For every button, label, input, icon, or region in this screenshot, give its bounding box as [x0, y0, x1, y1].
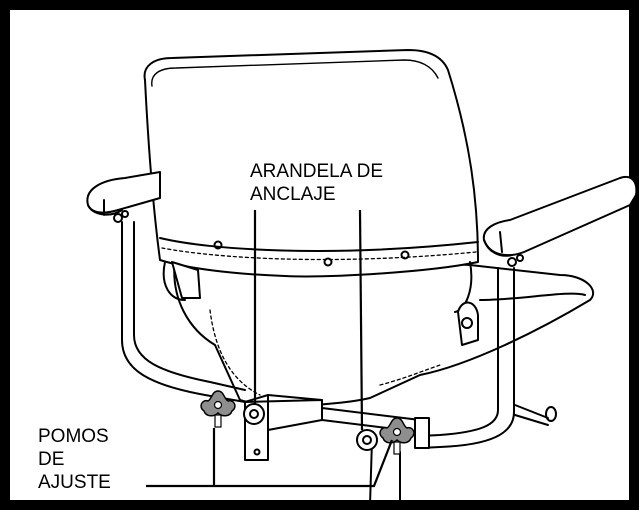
- seat-cushion-seam: [209, 309, 441, 396]
- left-armrest-end: [87, 199, 123, 216]
- left-hinge-bracket: [171, 261, 201, 299]
- knob-leader-line: [146, 439, 394, 488]
- back-screw-center: [323, 257, 333, 267]
- knob-leaders: [146, 428, 394, 488]
- anchor-washer-label: ARANDELA DE ANCLAJE: [250, 160, 383, 206]
- rear-strut: [514, 404, 549, 426]
- right-armrest-bolt: [507, 257, 517, 267]
- base-tube-bolt: [253, 448, 261, 456]
- seat-cushion: [173, 257, 595, 407]
- adjusting-knobs-label-line2: DE: [38, 449, 65, 470]
- anchor-washer-label-line1: ARANDELA DE: [250, 161, 384, 182]
- right-hinge-bolt: [461, 317, 473, 329]
- right-arm-tube: [419, 267, 515, 449]
- adjusting-knob-left: [200, 390, 236, 428]
- back-screw-left: [213, 240, 223, 250]
- right-armrest-pad: [482, 176, 638, 257]
- seat-back-bottom-band: [159, 237, 479, 252]
- vertical-post: [369, 439, 401, 506]
- seat-back-seam: [161, 247, 477, 261]
- anchor-washer-left: [243, 403, 265, 425]
- seat-cushion-right-edge: [479, 292, 586, 301]
- adjusting-knobs-label-line3: AJUSTE: [38, 472, 111, 493]
- rear-strut-cap: [545, 406, 557, 422]
- seat-back: [143, 49, 479, 278]
- base-tube-top: [244, 394, 323, 431]
- anchor-washer-label-line2: ANCLAJE: [250, 184, 336, 205]
- left-armrest-pad: [86, 171, 161, 214]
- seat-back-inner-edge: [151, 59, 439, 87]
- cross-bar-clamp: [414, 417, 430, 449]
- adjusting-knob-right: [379, 417, 415, 455]
- right-armrest-end: [483, 231, 513, 257]
- left-armrest-bolt: [113, 213, 123, 223]
- left-armrest-bolt-2: [121, 210, 129, 218]
- anchor-washer-left-hole: [249, 409, 259, 419]
- adjusting-knobs-label-line1: POMOS: [38, 426, 109, 447]
- washer-leaders: [253, 209, 364, 431]
- anchor-washer-right-hole: [362, 435, 372, 445]
- anchor-washer-right: [356, 429, 378, 451]
- right-armrest-bolt-2: [516, 254, 524, 262]
- washer-leader-right: [358, 209, 364, 431]
- right-hinge-bracket: [457, 301, 479, 346]
- left-arm-tube: [121, 221, 246, 403]
- adjusting-knobs-label: POMOS DE AJUSTE: [38, 425, 111, 494]
- back-screw-right: [400, 250, 410, 260]
